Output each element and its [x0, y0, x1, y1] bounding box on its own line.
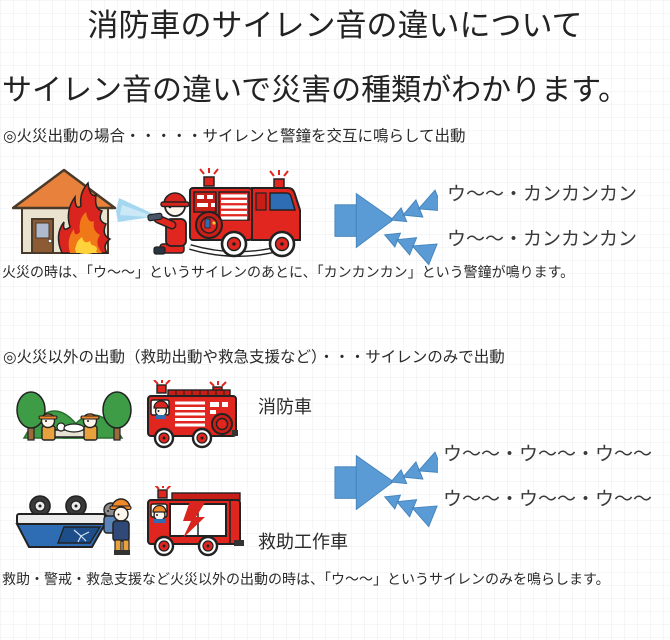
- loudspeaker-fire: [334, 175, 438, 268]
- burning-house-illustration: [12, 167, 118, 257]
- fire-siren-line-2: ウ～～・カンカンカン: [447, 229, 638, 250]
- fire-section-note: 火災の時は、「ウ～～」というサイレンのあとに、「カンカンカン」という警鐘が鳴りま…: [2, 264, 575, 280]
- overturned-car-rescue-icon: [15, 495, 132, 555]
- rescue-work-vehicle-icon: [147, 486, 244, 557]
- fire-engine-label: 消防車: [258, 397, 312, 417]
- loudspeaker-non-fire: [334, 437, 438, 530]
- fire-engine-icon: [147, 380, 238, 449]
- overturned-car-illustration: [12, 488, 134, 560]
- page-subtitle: サイレン音の違いで災害の種類がわかります。: [2, 74, 629, 107]
- firefighter-pumper-illustration: [116, 167, 306, 263]
- non-fire-siren-line-1: ウ～～・ウ～～・ウ～～: [443, 444, 653, 465]
- non-fire-section-heading: ◎火災以外の出動（救助出動や救急支援など）・・・サイレンのみで出動: [3, 349, 505, 366]
- fire-siren-line-1: ウ～～・カンカンカン: [447, 184, 638, 205]
- rescue-vehicle-illustration: [142, 486, 250, 562]
- fire-engine-illustration: [142, 380, 242, 452]
- rescue-vehicle-label: 救助工作車: [258, 532, 348, 552]
- mountain-rescue-icon: [16, 391, 132, 441]
- mountain-rescue-illustration: [14, 380, 134, 450]
- loudspeaker-icon: [334, 189, 438, 266]
- non-fire-siren-line-2: ウ～～・ウ～～・ウ～～: [443, 489, 653, 510]
- fire-section-heading: ◎火災出動の場合・・・・・サイレンと警鐘を交互に鳴らして出動: [3, 128, 466, 145]
- page-title: 消防車のサイレン音の違いについて: [87, 8, 583, 43]
- non-fire-section-note: 救助・警戒・救急支援など火災以外の出動の時は、「ウ～～」というサイレンのみを鳴ら…: [2, 571, 610, 587]
- burning-house-icon: [12, 168, 117, 254]
- fire-engine-spraying-icon: [116, 168, 301, 258]
- loudspeaker-icon: [334, 451, 438, 528]
